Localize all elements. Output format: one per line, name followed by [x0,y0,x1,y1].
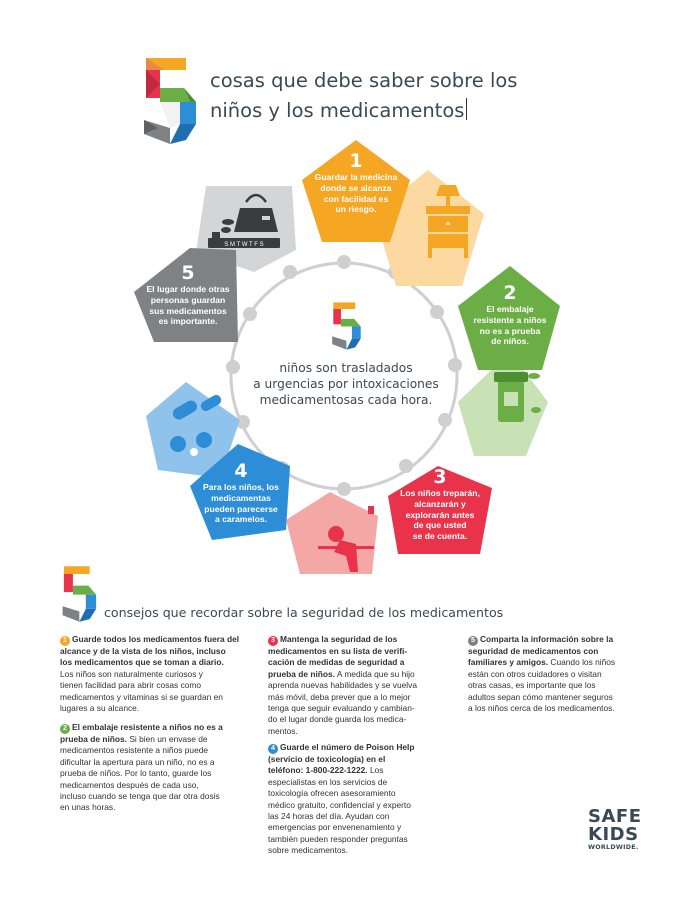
fact4-label: 4 Para los niños, los medicamentas puede… [194,460,288,525]
fact2-label: 2 El embalaje resistente a niños no es a… [462,282,558,347]
fact1-pentagon [302,140,410,242]
center-text-line2: a urgencias por intoxicaciones [253,377,439,391]
number-five-logo [144,58,196,144]
tip-5-number: 5 [468,636,478,646]
center-text-line1: niños son trasladados [279,361,413,375]
fact4-number: 4 [234,460,248,482]
nightstand-icon [426,185,470,258]
fact1-label: 1 Guardar la medicina donde se alcanza c… [306,150,406,215]
fact3-pentagon [388,466,492,554]
tips-five-logo [62,566,97,622]
text-cursor [466,98,468,120]
tip-1-number: 1 [60,636,70,646]
center-statistic: niños son trasladados a urgencias por in… [236,360,456,408]
page-title-line1: cosas que debe saber sobre los [210,69,518,92]
brand-line2: KIDS [588,824,639,845]
fact5-label: 5 El lugar donde otras personas guardan … [138,262,238,327]
pill-organizer-days: S M T W T F S [224,242,263,248]
brand-line1: SAFE [588,806,642,827]
tip-4-number: 4 [268,744,278,754]
fact4-background [146,382,240,478]
infographic-ring: S M T W T F S [134,140,560,574]
safe-kids-logo: SAFE KIDS WORLDWIDE. [588,806,668,852]
tips-section-title: consejos que recordar sobre la seguridad… [104,605,504,620]
pill-organizer-icon [208,232,280,248]
page-title-line2: niños y los medicamentos [210,96,570,126]
purse-icon [221,193,278,233]
fact2-number: 2 [503,282,517,304]
brand-line3: WORLDWIDE. [588,844,639,851]
fact2-pentagon [458,266,560,370]
fact3-number: 3 [433,466,447,488]
center-text-line3: medicamentosas cada hora. [259,393,433,407]
pill-bottle-icon [494,372,541,422]
tip-2-number: 2 [60,724,70,734]
fact5-pentagon [134,248,238,342]
child-climbing-icon [318,506,374,572]
fact4-pentagon [190,444,290,540]
fact1-number: 1 [349,150,363,172]
fact5-number: 5 [181,262,195,284]
center-five-logo [332,302,361,350]
tip-3-number: 3 [268,636,278,646]
pills-icon [170,395,222,456]
page-title: cosas que debe saber sobre los niños y l… [210,66,570,126]
fact3-label: 3 Los niños treparán, alcanzarán y explo… [392,466,488,542]
